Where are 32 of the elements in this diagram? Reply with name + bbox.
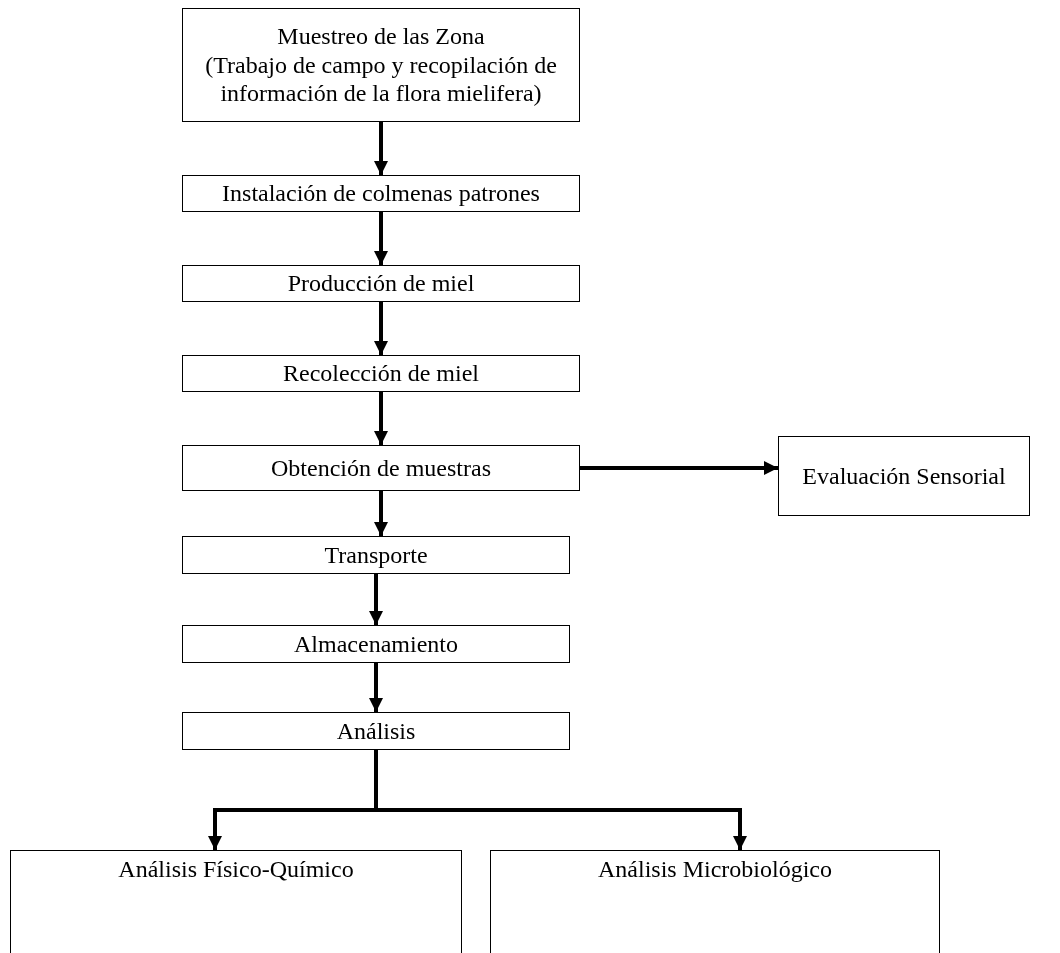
box-text: Análisis Microbiológico <box>598 855 832 884</box>
box-text: Análisis <box>336 716 416 746</box>
arrow <box>374 491 388 536</box>
box-text: (Trabajo de campo y recopilación de información de la flora mielifera) <box>204 50 558 109</box>
arrow <box>369 663 383 712</box>
process-box <box>182 712 570 750</box>
box-text: Producción de miel <box>287 269 475 298</box>
box-text: Transporte <box>324 540 428 570</box>
arrow <box>374 302 388 355</box>
process-box <box>490 850 940 953</box>
box-text: Evaluación Sensorial <box>802 461 1006 491</box>
process-box <box>182 8 580 122</box>
process-box <box>778 436 1030 516</box>
box-text: Almacenamiento <box>294 629 458 659</box>
arrow <box>374 392 388 445</box>
box-text: Instalación de colmenas patrones <box>222 179 540 208</box>
process-box <box>182 445 580 491</box>
box-text: Obtención de muestras <box>271 453 491 483</box>
box-text: Recolección de miel <box>283 359 479 388</box>
process-box <box>182 536 570 574</box>
process-box <box>182 355 580 392</box>
process-box <box>10 850 462 953</box>
process-box <box>182 175 580 212</box>
process-box <box>182 265 580 302</box>
arrow <box>580 461 778 475</box>
arrow <box>369 574 383 625</box>
arrow <box>374 750 747 850</box>
box-text: Análisis Físico-Químico <box>118 855 354 884</box>
arrow <box>374 212 388 265</box>
box-text: Muestreo de las Zona <box>277 21 485 51</box>
arrow <box>374 122 388 175</box>
process-box <box>182 625 570 663</box>
